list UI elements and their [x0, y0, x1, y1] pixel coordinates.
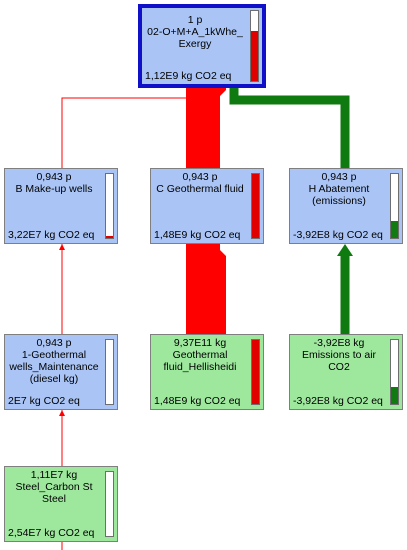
node-abatement-amount: 0,943 p — [321, 171, 357, 183]
node-maintenance-text: 0,943 p 1-Geothermal wells_Maintenance (… — [7, 337, 101, 385]
node-abatement-score-bar — [390, 173, 399, 239]
node-abatement-name: H Abatement (emissions) — [308, 183, 370, 207]
node-geofluid-amount: 0,943 p — [182, 171, 218, 183]
node-hellisheidi-amount: 9,37E11 kg — [173, 337, 227, 349]
node-abatement-value: -3,92E8 kg CO2 eq — [293, 229, 383, 241]
node-maintenance-score-bar — [105, 339, 114, 405]
node-steel-carbon[interactable]: 1,11E7 kg Steel_Carbon St Steel 2,54E7 k… — [4, 466, 118, 542]
node-steel-name: Steel_Carbon St Steel — [15, 481, 93, 505]
node-geofluid-value: 1,48E9 kg CO2 eq — [154, 229, 241, 241]
node-root-score-fill — [251, 30, 258, 81]
flow-steel-arrow — [59, 410, 65, 416]
node-emissions-to-air[interactable]: -3,92E8 kg Emissions to air CO2 -3,92E8 … — [289, 334, 403, 410]
flow-maintenance-arrow — [59, 244, 65, 250]
flow-hellisheidi-to-geofluid — [186, 244, 226, 335]
node-hellisheidi-score-bar — [251, 339, 260, 405]
node-makeup-name: B Make-up wells — [15, 183, 93, 195]
node-abatement-score-fill — [391, 221, 398, 238]
node-geothermal-fluid[interactable]: 0,943 p C Geothermal fluid 1,48E9 kg CO2… — [150, 168, 264, 244]
node-maintenance-amount: 0,943 p — [36, 337, 72, 349]
node-steel-value: 2,54E7 kg CO2 eq — [8, 527, 95, 539]
node-wells-maintenance[interactable]: 0,943 p 1-Geothermal wells_Maintenance (… — [4, 334, 118, 410]
node-emissions-amount: -3,92E8 kg — [313, 337, 365, 349]
node-root-text: 1 p 02-O+M+A_1kWhe_ Exergy — [144, 14, 246, 50]
node-geothermal-fluid-hellisheidi[interactable]: 9,37E11 kg Geothermal fluid_Hellisheidi … — [150, 334, 264, 410]
node-root-score-bar — [250, 10, 259, 82]
node-geofluid-score-bar — [251, 173, 260, 239]
node-root-value: 1,12E9 kg CO2 eq — [145, 70, 232, 82]
flow-makeup-to-root — [61, 84, 196, 170]
node-maintenance-value: 2E7 kg CO2 eq — [8, 395, 80, 407]
node-makeup-amount: 0,943 p — [36, 171, 72, 183]
flow-abatement-to-root — [229, 84, 350, 170]
node-emissions-text: -3,92E8 kg Emissions to air CO2 — [292, 337, 386, 373]
node-hellisheidi-text: 9,37E11 kg Geothermal fluid_Hellisheidi — [153, 337, 247, 373]
node-makeup-score-fill — [106, 236, 113, 238]
flow-geofluid-to-root — [186, 84, 226, 170]
node-emissions-name: Emissions to air CO2 — [301, 349, 377, 373]
node-emissions-value: -3,92E8 kg CO2 eq — [293, 395, 383, 407]
node-steel-amount: 1,11E7 kg — [30, 469, 78, 481]
node-maintenance-name: 1-Geothermal wells_Maintenance (diesel k… — [9, 349, 99, 385]
node-geofluid-text: 0,943 p C Geothermal fluid — [153, 171, 247, 195]
flow-emissions-arrow — [337, 244, 353, 256]
node-root-process[interactable]: 1 p 02-O+M+A_1kWhe_ Exergy 1,12E9 kg CO2… — [138, 4, 266, 88]
node-geofluid-score-fill — [252, 174, 259, 238]
node-makeup-text: 0,943 p B Make-up wells — [7, 171, 101, 195]
node-geofluid-name: C Geothermal fluid — [156, 183, 244, 195]
node-hellisheidi-name: Geothermal fluid_Hellisheidi — [163, 349, 237, 373]
node-root-amount: 1 p — [187, 14, 203, 26]
node-emissions-score-fill — [391, 387, 398, 404]
node-hellisheidi-value: 1,48E9 kg CO2 eq — [154, 395, 241, 407]
node-hellisheidi-score-fill — [252, 340, 259, 404]
node-abatement-text: 0,943 p H Abatement (emissions) — [292, 171, 386, 207]
node-root-name: 02-O+M+A_1kWhe_ Exergy — [147, 26, 243, 50]
node-abatement[interactable]: 0,943 p H Abatement (emissions) -3,92E8 … — [289, 168, 403, 244]
node-emissions-score-bar — [390, 339, 399, 405]
node-makeup-value: 3,22E7 kg CO2 eq — [8, 229, 95, 241]
node-makeup-score-bar — [105, 173, 114, 239]
node-steel-score-bar — [105, 471, 114, 537]
node-makeup-wells[interactable]: 0,943 p B Make-up wells 3,22E7 kg CO2 eq — [4, 168, 118, 244]
node-steel-text: 1,11E7 kg Steel_Carbon St Steel — [7, 469, 101, 505]
